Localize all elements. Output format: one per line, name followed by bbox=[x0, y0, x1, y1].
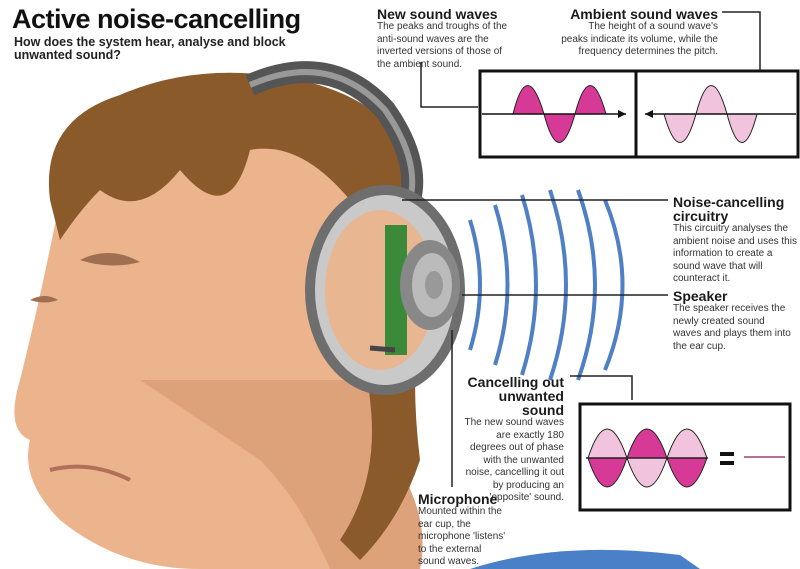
callout-speaker: Speaker The speaker receives the newly c… bbox=[673, 289, 793, 353]
cancellation-box bbox=[578, 402, 792, 512]
callout-new-sound-waves: New sound waves The peaks and troughs of… bbox=[377, 7, 512, 71]
callout-microphone: Microphone Mounted within the ear cup, t… bbox=[418, 492, 510, 569]
callout-cancelling: Cancelling out unwanted sound The new so… bbox=[458, 375, 564, 505]
circuit-board bbox=[385, 225, 407, 355]
wave-comparison-box bbox=[478, 69, 800, 159]
callout-heading: New sound waves bbox=[377, 6, 498, 22]
callout-circuitry: Noise-cancelling circuitry This circuitr… bbox=[673, 195, 798, 286]
callout-body: The new sound waves are exactly 180 degr… bbox=[464, 417, 564, 503]
eye bbox=[30, 296, 58, 303]
callout-heading: Speaker bbox=[673, 288, 728, 304]
callout-ambient-sound-waves: Ambient sound waves The height of a soun… bbox=[560, 7, 718, 59]
mouth bbox=[49, 464, 131, 482]
page-subtitle: How does the system hear, analyse and bl… bbox=[14, 35, 286, 62]
equals-icon bbox=[720, 452, 734, 456]
callout-heading: Cancelling out unwanted sound bbox=[467, 374, 564, 418]
callout-body: The height of a sound wave's peaks indic… bbox=[561, 21, 718, 57]
sound-wave-arcs bbox=[468, 189, 625, 381]
callout-heading: Ambient sound waves bbox=[570, 6, 718, 22]
callout-heading: Microphone bbox=[418, 491, 498, 507]
callout-body: The speaker receives the newly created s… bbox=[673, 303, 791, 352]
shirt bbox=[470, 549, 700, 569]
callout-body: The peaks and troughs of the anti-sound … bbox=[377, 21, 508, 70]
eye bbox=[80, 252, 140, 266]
callout-body: Mounted within the ear cup, the micropho… bbox=[418, 506, 506, 567]
callout-heading: Noise-cancelling circuitry bbox=[673, 194, 785, 224]
page-title: Active noise-cancelling bbox=[12, 4, 301, 34]
hair bbox=[48, 72, 421, 561]
leader-lines bbox=[402, 11, 761, 487]
callout-body: This circuitry analyses the ambient nois… bbox=[673, 223, 797, 284]
microphone-icon bbox=[369, 345, 396, 353]
